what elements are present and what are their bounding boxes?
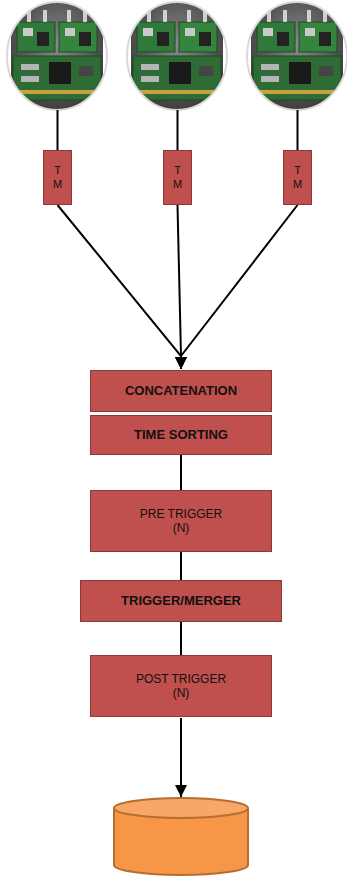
link-line — [297, 110, 299, 150]
flow-connector — [178, 205, 182, 369]
board-photo — [7, 0, 107, 112]
process-box: CONCATENATION — [90, 370, 272, 412]
box-label: (N) — [173, 686, 190, 700]
box-label: PRE TRIGGER — [140, 507, 222, 521]
box-label: POST TRIGGER — [136, 672, 226, 686]
process-box: T M — [163, 150, 192, 205]
flow-connector — [180, 552, 182, 580]
flow-connector — [58, 205, 182, 369]
box-label: T M — [293, 164, 302, 190]
flow-connector — [180, 622, 182, 655]
flow-connector — [180, 455, 182, 490]
box-label: (N) — [173, 521, 190, 535]
box-label: T M — [53, 164, 62, 190]
storage-cylinder — [114, 798, 248, 875]
box-label: TRIGGER/MERGER — [121, 593, 241, 609]
board-photo — [247, 0, 347, 112]
output-arrow — [180, 718, 182, 797]
board-photo — [127, 0, 227, 112]
box-label: TIME SORTING — [134, 427, 228, 443]
process-box: T M — [283, 150, 312, 205]
flow-connector — [181, 205, 298, 369]
process-box: POST TRIGGER(N) — [90, 655, 272, 717]
process-box: TIME SORTING — [90, 415, 272, 455]
process-box: PRE TRIGGER(N) — [90, 490, 272, 552]
process-box: T M — [43, 150, 72, 205]
process-box: TRIGGER/MERGER — [80, 580, 282, 622]
box-label: CONCATENATION — [125, 383, 237, 399]
link-line — [177, 110, 179, 150]
box-label: T M — [173, 164, 182, 190]
link-line — [57, 110, 59, 150]
